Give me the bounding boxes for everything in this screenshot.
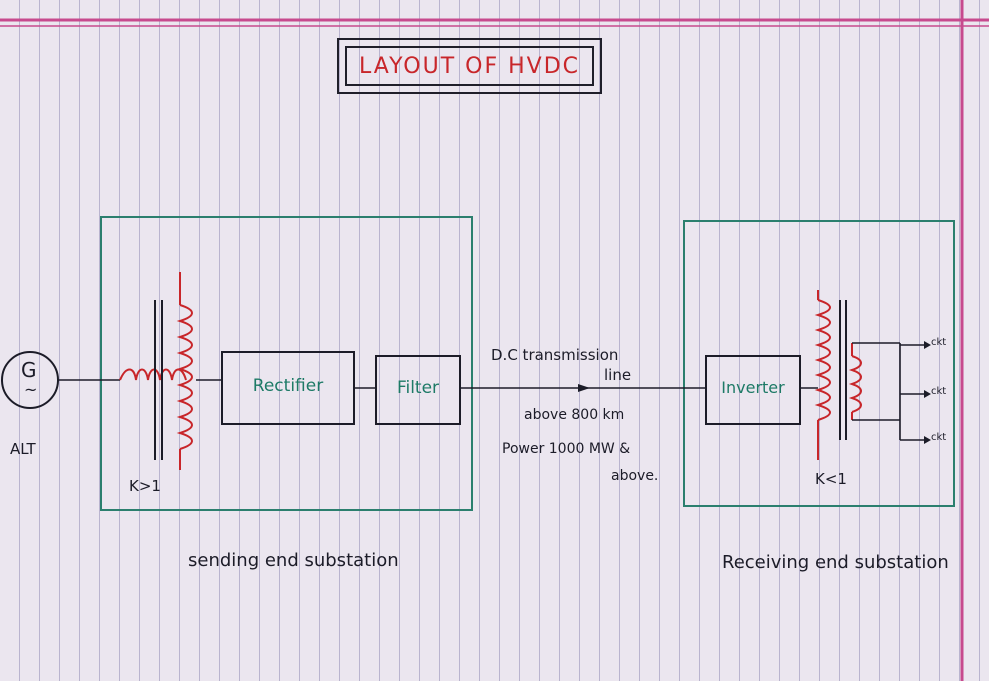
filter-block <box>375 355 461 425</box>
title-inner-frame: LAYOUT OF HVDC <box>345 46 594 86</box>
title-frame: LAYOUT OF HVDC <box>337 38 602 94</box>
receiving-transformer <box>814 290 862 460</box>
inverter-block <box>705 355 801 425</box>
line-arrow <box>578 384 590 392</box>
output-arrow-1 <box>924 341 931 349</box>
line-caption-1: D.C transmission <box>491 346 619 364</box>
output-label-1: ckt <box>931 337 947 348</box>
inverter-label: Inverter <box>721 378 785 397</box>
generator-letter: G <box>21 358 37 382</box>
output-label-3: ckt <box>931 432 947 443</box>
rectifier-label: Rectifier <box>252 376 324 396</box>
sending-transformer-ratio: K>1 <box>129 477 161 495</box>
output-arrow-3 <box>924 436 931 444</box>
line-note-2: Power 1000 MW & <box>502 441 631 457</box>
diagram-title: LAYOUT OF HVDC <box>358 53 581 79</box>
line-note-3: above. <box>611 468 659 484</box>
sending-transformer <box>119 272 193 470</box>
generator-tilde: ~ <box>24 380 38 399</box>
receiving-transformer-ratio: K<1 <box>815 470 847 488</box>
output-arrow-2 <box>924 390 931 398</box>
sending-station-caption: sending end substation <box>188 550 399 571</box>
line-note-1: above 800 km <box>524 407 625 423</box>
sending-substation-box <box>100 216 473 511</box>
filter-label: Filter <box>396 378 440 398</box>
line-caption-2: line <box>604 366 632 384</box>
receiving-substation-box <box>683 220 955 507</box>
receiving-station-caption: Receiving end substation <box>722 552 949 573</box>
output-label-2: ckt <box>931 386 947 397</box>
generator-label: ALT <box>10 440 36 458</box>
